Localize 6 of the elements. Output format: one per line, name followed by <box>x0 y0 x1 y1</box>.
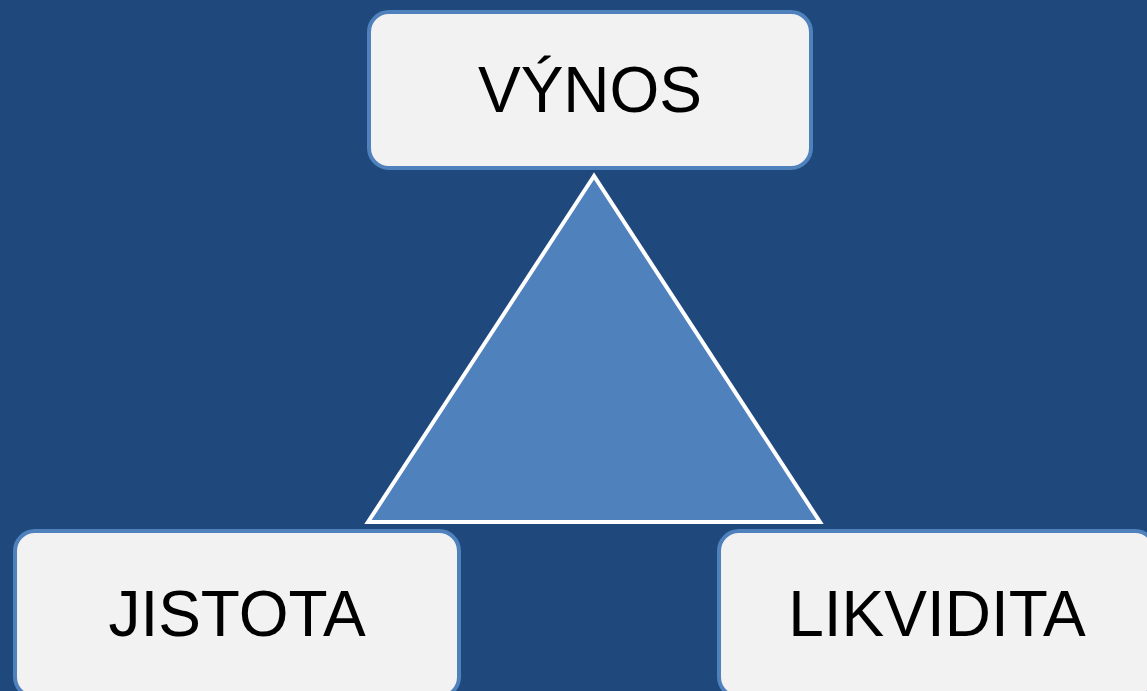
rounded-box <box>13 529 461 691</box>
box-label: LIKVIDITA <box>788 577 1086 651</box>
rounded-box <box>367 10 813 170</box>
rounded-box <box>717 529 1147 691</box>
box-label: VÝNOS <box>477 53 703 127</box>
box-label: JISTOTA <box>108 577 366 651</box>
